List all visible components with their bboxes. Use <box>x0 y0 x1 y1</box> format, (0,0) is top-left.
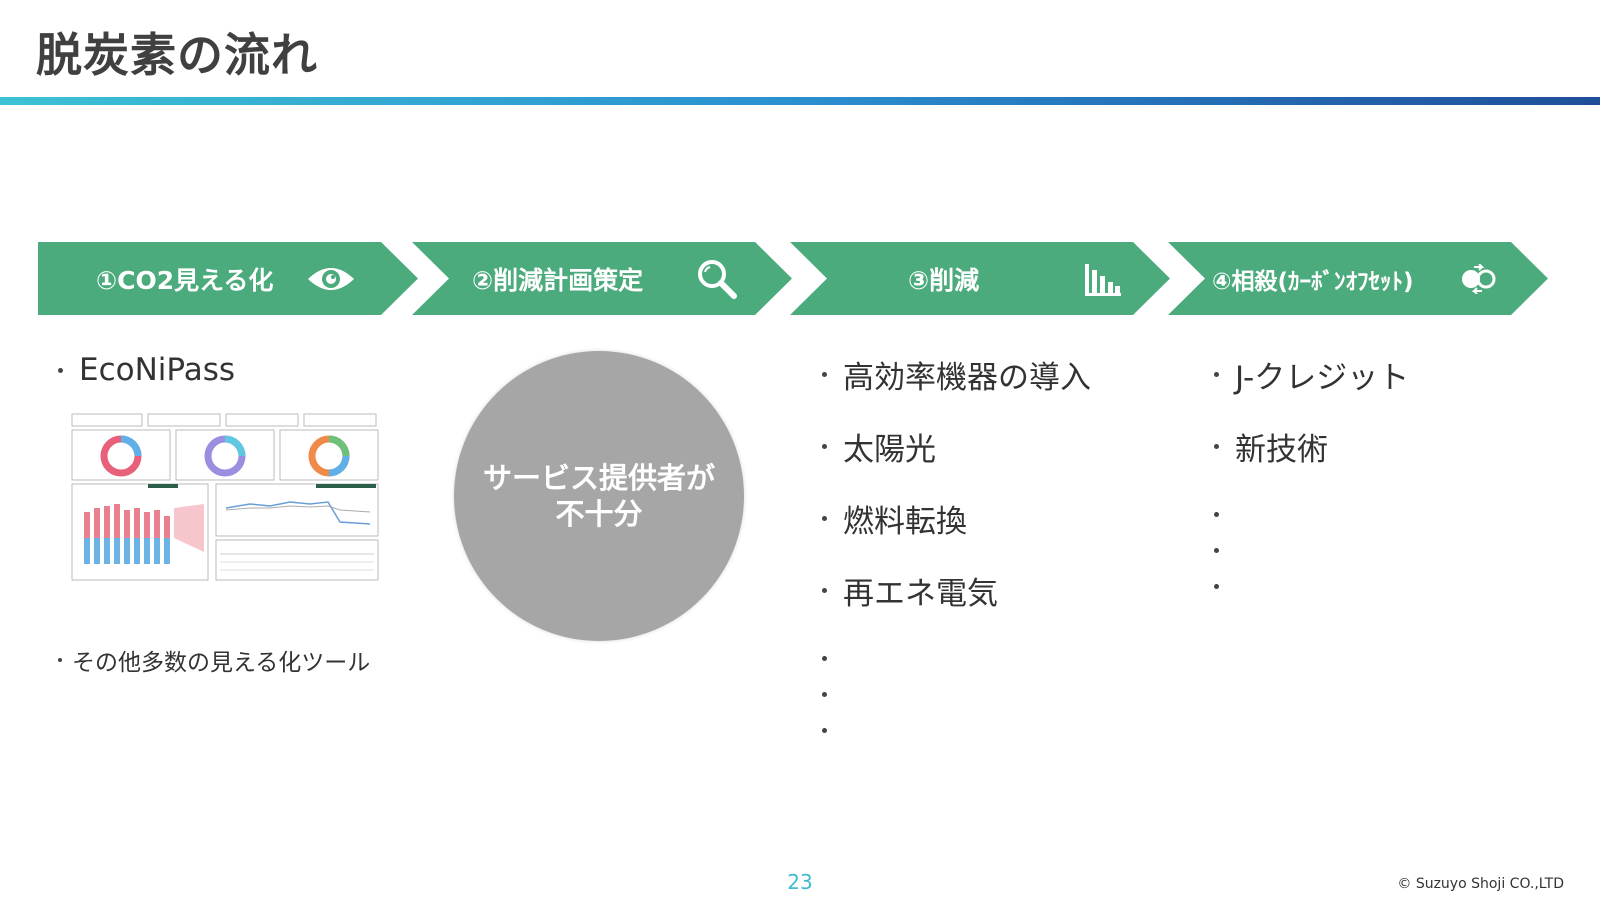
bullet-dot <box>822 588 827 593</box>
step-offset: ④相殺(ｶｰﾎﾞﾝｵﾌｾｯﾄ) <box>1168 242 1548 315</box>
bullet-fuel-switch: 燃料転換 <box>822 496 967 541</box>
bullet-econipass: EcoNiPass <box>58 352 235 388</box>
slide-title: 脱炭素の流れ <box>36 28 318 82</box>
bullet-renewable-electricity: 再エネ電気 <box>822 568 998 613</box>
bullet-text: 再エネ電気 <box>843 576 998 612</box>
bullet-dot <box>58 367 63 373</box>
bullet-text: 高効率機器の導入 <box>843 360 1091 396</box>
bullet-dot <box>58 658 62 662</box>
bullet-dot <box>1214 444 1219 449</box>
bullet-text: 燃料転換 <box>843 504 967 540</box>
mini-bars <box>84 504 204 564</box>
bullet-dot <box>822 444 827 449</box>
bullet-text: 新技術 <box>1235 432 1328 468</box>
bullet-dot <box>822 372 827 377</box>
empty-bullet <box>822 692 827 697</box>
empty-bullet <box>1214 584 1219 589</box>
empty-bullet <box>1214 512 1219 517</box>
dashboard-screenshot <box>70 412 386 584</box>
bullet-j-credit: J-クレジット <box>1214 352 1409 397</box>
bullet-solar: 太陽光 <box>822 424 936 469</box>
bullet-other-tools: その他多数の見える化ツール <box>58 643 370 677</box>
bullet-new-technology: 新技術 <box>1214 424 1328 469</box>
offset-cycle-icon <box>1462 263 1496 294</box>
bullet-text: EcoNiPass <box>79 352 235 388</box>
empty-bullet <box>822 656 827 661</box>
circle-text: サービス提供者が不十分 <box>482 460 715 531</box>
bullet-dot <box>822 516 827 521</box>
step-label: ②削減計画策定 <box>472 265 644 295</box>
magnifier-icon <box>698 259 737 299</box>
title-underline <box>0 97 1600 105</box>
bar-chart-icon <box>1085 263 1121 296</box>
process-flow: ①CO2見える化 ②削減計画策定 ③削減 ④相殺(ｶｰﾎﾞﾝｵﾌｾｯﾄ) <box>38 242 1558 315</box>
page-number: 23 <box>787 870 813 894</box>
bullet-dot <box>1214 372 1219 377</box>
copyright-notice: © Suzuyo Shoji CO.,LTD <box>1397 876 1564 892</box>
step-reduce: ③削減 <box>790 242 1170 315</box>
step-visualize: ①CO2見える化 <box>38 242 418 315</box>
empty-bullet <box>1214 548 1219 553</box>
bullet-text: その他多数の見える化ツール <box>72 650 371 676</box>
empty-bullet <box>822 728 827 733</box>
step-label: ③削減 <box>908 265 980 295</box>
bullet-text: J-クレジット <box>1235 360 1410 396</box>
planning-circle: サービス提供者が不十分 <box>454 351 744 641</box>
step-label: ①CO2見える化 <box>96 265 274 295</box>
bullet-high-efficiency: 高効率機器の導入 <box>822 352 1091 397</box>
step-plan: ②削減計画策定 <box>412 242 792 315</box>
eye-icon <box>308 267 354 290</box>
bullet-text: 太陽光 <box>843 432 936 468</box>
step-label: ④相殺(ｶｰﾎﾞﾝｵﾌｾｯﾄ) <box>1212 268 1414 295</box>
